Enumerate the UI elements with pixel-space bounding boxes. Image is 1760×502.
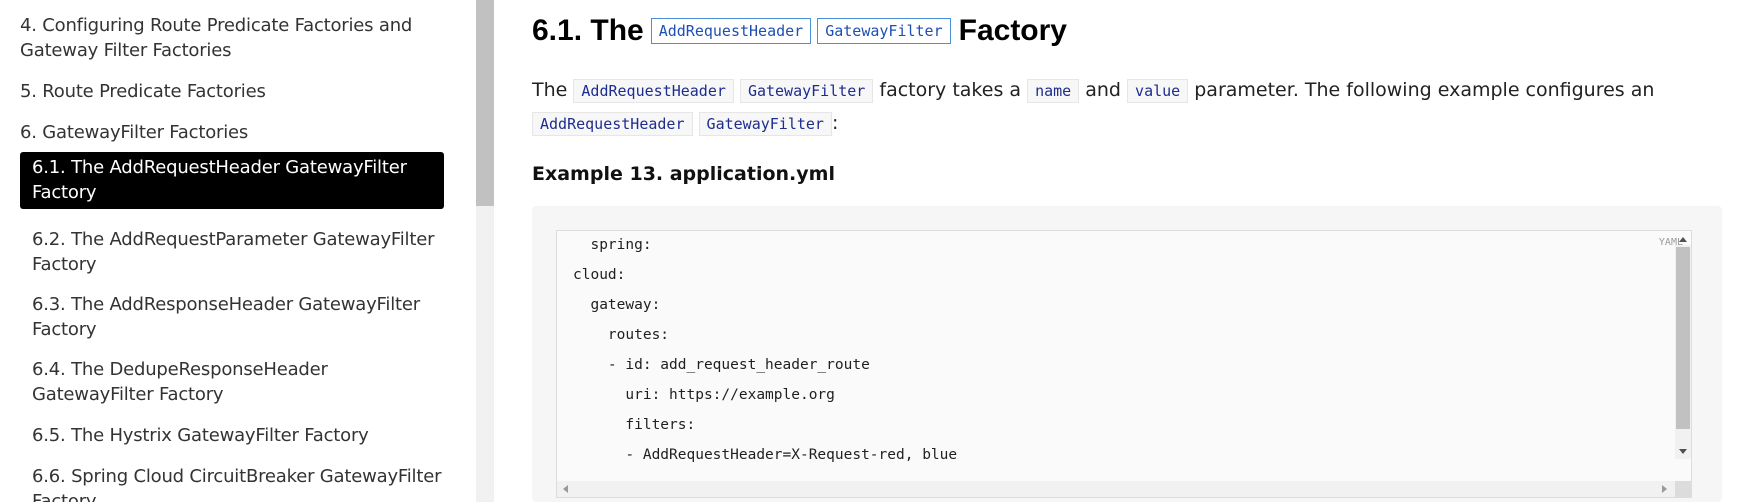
toc-item-configuring-factories[interactable]: 4. Configuring Route Predicate Factories… <box>20 15 413 61</box>
inline-code: GatewayFilter <box>739 79 874 103</box>
section-title-prefix: 6.1. The <box>532 14 644 47</box>
section-title-code-addrequestheader: AddRequestHeader <box>650 18 812 44</box>
toc-scrollbar[interactable] <box>476 0 494 502</box>
intro-paragraph: The AddRequestHeader GatewayFilter facto… <box>532 74 1732 140</box>
inline-code: GatewayFilter <box>698 112 832 136</box>
code-vertical-scrollbar[interactable] <box>1675 245 1691 459</box>
scroll-up-arrow-icon[interactable] <box>1679 237 1687 242</box>
inline-code: value <box>1127 79 1189 103</box>
table-of-contents: 4. Configuring Route Predicate Factories… <box>0 0 474 502</box>
code-block[interactable]: spring: cloud: gateway: routes: - id: ad… <box>556 230 1692 498</box>
inline-code: AddRequestHeader <box>573 79 734 103</box>
inline-code: AddRequestHeader <box>532 112 693 136</box>
toc-item-addrequestparameter[interactable]: 6.2. The AddRequestParameter GatewayFilt… <box>32 229 435 275</box>
code-language-label: YAML <box>1658 237 1683 248</box>
para-text: parameter. The following example configu… <box>1194 79 1655 101</box>
code-line: spring: <box>573 237 652 253</box>
code-line: gateway: <box>573 297 661 313</box>
section-title-code-gatewayfilter: GatewayFilter <box>817 18 951 44</box>
main-content: 6.1. The AddRequestHeader GatewayFilter … <box>494 0 1760 502</box>
scroll-right-arrow-icon[interactable] <box>1662 485 1667 493</box>
para-text: factory takes a <box>879 79 1022 101</box>
toc-item-circuitbreaker[interactable]: 6.6. Spring Cloud CircuitBreaker Gateway… <box>32 466 442 502</box>
section-title-suffix: Factory <box>958 14 1067 47</box>
toc-item-gatewayfilter-factories[interactable]: 6. GatewayFilter Factories <box>20 122 249 143</box>
code-line: uri: https://example.org <box>573 387 835 403</box>
para-text: and <box>1085 79 1121 101</box>
code-line: routes: <box>573 327 670 343</box>
code-line: - AddRequestHeader=X-Request-red, blue <box>573 447 958 463</box>
inline-code: name <box>1027 79 1080 103</box>
scroll-left-arrow-icon[interactable] <box>563 485 568 493</box>
code-horizontal-scrollbar[interactable] <box>557 481 1677 497</box>
para-text: : <box>831 112 839 134</box>
toc-item-hystrix[interactable]: 6.5. The Hystrix GatewayFilter Factory <box>32 425 369 446</box>
toc-item-addresponseheader[interactable]: 6.3. The AddResponseHeader GatewayFilter… <box>32 294 420 340</box>
code-vertical-scrollbar-thumb[interactable] <box>1676 247 1690 429</box>
section-title: 6.1. The AddRequestHeader GatewayFilter … <box>532 14 1067 48</box>
toc-item-addrequestheader-active[interactable]: 6.1. The AddRequestHeader GatewayFilter … <box>20 152 444 209</box>
code-line: filters: <box>573 417 696 433</box>
toc-scrollbar-thumb[interactable] <box>476 0 494 206</box>
toc-item-route-predicate-factories[interactable]: 5. Route Predicate Factories <box>20 81 266 102</box>
scrollbar-corner <box>1675 481 1691 497</box>
code-line: - id: add_request_header_route <box>573 357 870 373</box>
code-line: cloud: <box>573 267 626 283</box>
code-listing-panel: spring: cloud: gateway: routes: - id: ad… <box>532 206 1722 502</box>
example-title: Example 13. application.yml <box>532 163 835 185</box>
para-text: The <box>532 79 568 101</box>
toc-item-deduperesponseheader[interactable]: 6.4. The DedupeResponseHeader GatewayFil… <box>32 359 328 405</box>
scroll-down-arrow-icon[interactable] <box>1679 449 1687 454</box>
